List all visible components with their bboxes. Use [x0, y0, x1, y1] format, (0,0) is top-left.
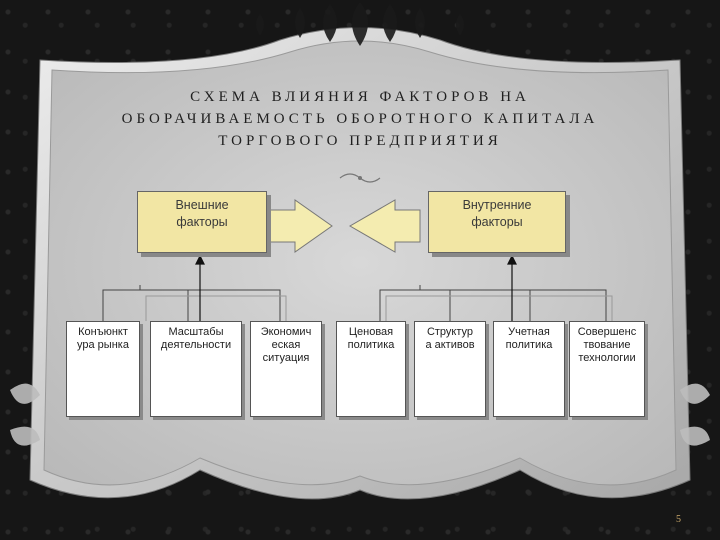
- title-line-2: ОБОРАЧИВАЕМОСТЬ ОБОРОТНОГО КАПИТАЛА: [121, 111, 599, 127]
- slide-title: СХЕМА ВЛИЯНИЯ ФАКТОРОВ НА ОБОРАЧИВАЕМОСТ…: [60, 86, 660, 152]
- factor-text: Ценовая: [348, 326, 394, 338]
- factor-text: Совершенс: [577, 326, 637, 338]
- factor-text: политика: [347, 339, 395, 351]
- factor-text: Структур: [426, 326, 474, 338]
- factor-text: деятельности: [160, 339, 232, 351]
- factor-box-scale-of-activity: Масштабы деятельности: [150, 321, 242, 417]
- factor-text: Экономич: [260, 326, 312, 338]
- arrow-right: [269, 199, 333, 253]
- factor-box-accounting-policy: Учетная политика: [493, 321, 565, 417]
- internal-factors-box: Внутренние факторы: [428, 191, 566, 253]
- factor-text: ура рынка: [77, 339, 129, 351]
- factor-text: Конъюнкт: [78, 326, 128, 338]
- external-factors-label-1: Внешние: [175, 198, 229, 212]
- external-factors-box: Внешние факторы: [137, 191, 267, 253]
- factor-box-technology-improvement: Совершенс твование технологии: [569, 321, 645, 417]
- factor-box-market-conditions: Конъюнкт ура рынка: [66, 321, 140, 417]
- internal-factors-label-1: Внутренние: [462, 198, 532, 212]
- title-line-3: ТОРГОВОГО ПРЕДПРИЯТИЯ: [218, 133, 502, 149]
- page-number: 5: [676, 514, 681, 525]
- factor-text: Учетная: [508, 326, 550, 338]
- factor-box-asset-structure: Структур а активов: [414, 321, 486, 417]
- factor-box-pricing-policy: Ценовая политика: [336, 321, 406, 417]
- factor-text: а активов: [425, 339, 475, 351]
- factor-text: твование: [583, 339, 631, 351]
- arrow-left: [349, 199, 421, 253]
- internal-factors-label-2: факторы: [471, 215, 523, 229]
- external-factors-label-2: факторы: [176, 215, 228, 229]
- factor-text: Масштабы: [168, 326, 224, 338]
- factor-text: ситуация: [262, 352, 310, 364]
- factor-text: политика: [505, 339, 553, 351]
- factor-text: технологии: [578, 352, 636, 364]
- factor-text: еская: [271, 339, 301, 351]
- title-line-1: СХЕМА ВЛИЯНИЯ ФАКТОРОВ НА: [190, 89, 530, 105]
- factor-box-economic-situation: Экономич еская ситуация: [250, 321, 322, 417]
